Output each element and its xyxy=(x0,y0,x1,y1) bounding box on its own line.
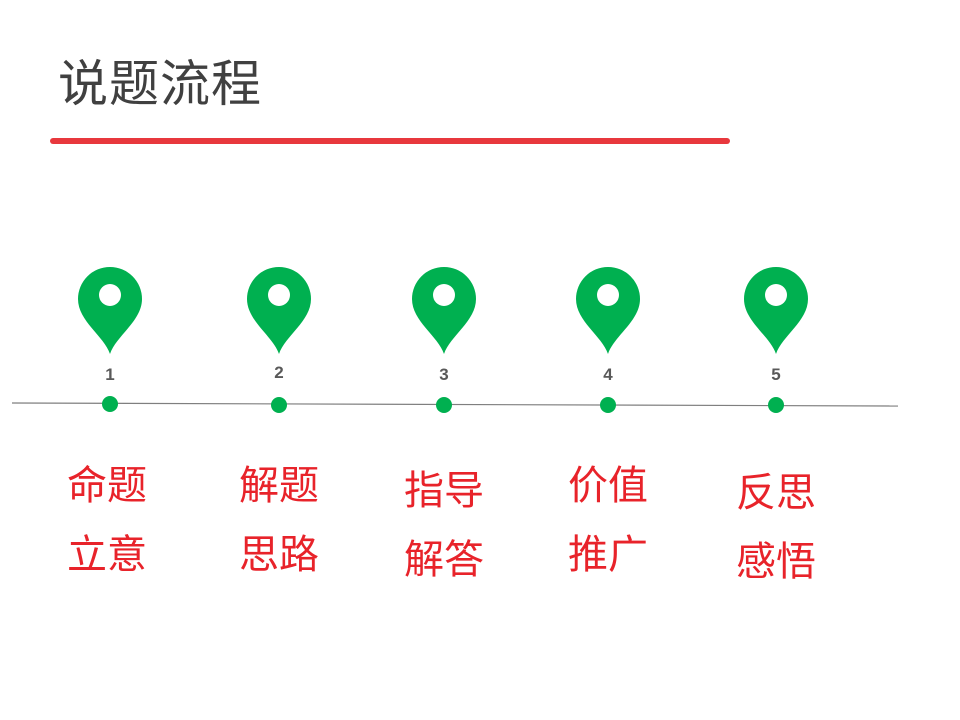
timeline-dot xyxy=(436,397,452,413)
map-pin-icon xyxy=(744,267,808,354)
step-number: 2 xyxy=(274,363,284,382)
map-pin-hole xyxy=(597,284,619,306)
map-pin-hole xyxy=(268,284,290,306)
title-underline xyxy=(50,138,730,144)
step-label-line2: 解答 xyxy=(404,537,484,583)
step-number: 3 xyxy=(439,365,449,384)
map-pin-icon xyxy=(412,267,476,354)
step-label-line1: 反思 xyxy=(736,470,816,516)
map-pin-hole xyxy=(765,284,787,306)
timeline-dot xyxy=(271,397,287,413)
timeline-dot xyxy=(768,397,784,413)
step-label-line2: 立意 xyxy=(67,532,147,578)
map-pin-hole xyxy=(433,284,455,306)
step-label-line1: 价值 xyxy=(568,463,648,509)
step-label-line2: 推广 xyxy=(568,532,648,578)
step-label-line1: 命题 xyxy=(67,463,147,509)
timeline-dot xyxy=(600,397,616,413)
timeline-line xyxy=(11,402,899,407)
step-label-line2: 思路 xyxy=(239,532,319,578)
map-pin-icon xyxy=(247,267,311,354)
step-number: 4 xyxy=(603,365,613,384)
step-label-line2: 感悟 xyxy=(736,539,816,585)
step-label-line1: 指导 xyxy=(404,468,484,514)
map-pin-icon xyxy=(78,267,142,354)
timeline-dot xyxy=(102,396,118,412)
step-number: 5 xyxy=(771,365,781,384)
map-pin-icon xyxy=(576,267,640,354)
step-label-line1: 解题 xyxy=(239,463,319,509)
page-title: 说题流程 xyxy=(58,55,262,113)
step-number: 1 xyxy=(105,365,115,384)
map-pin-hole xyxy=(99,284,121,306)
